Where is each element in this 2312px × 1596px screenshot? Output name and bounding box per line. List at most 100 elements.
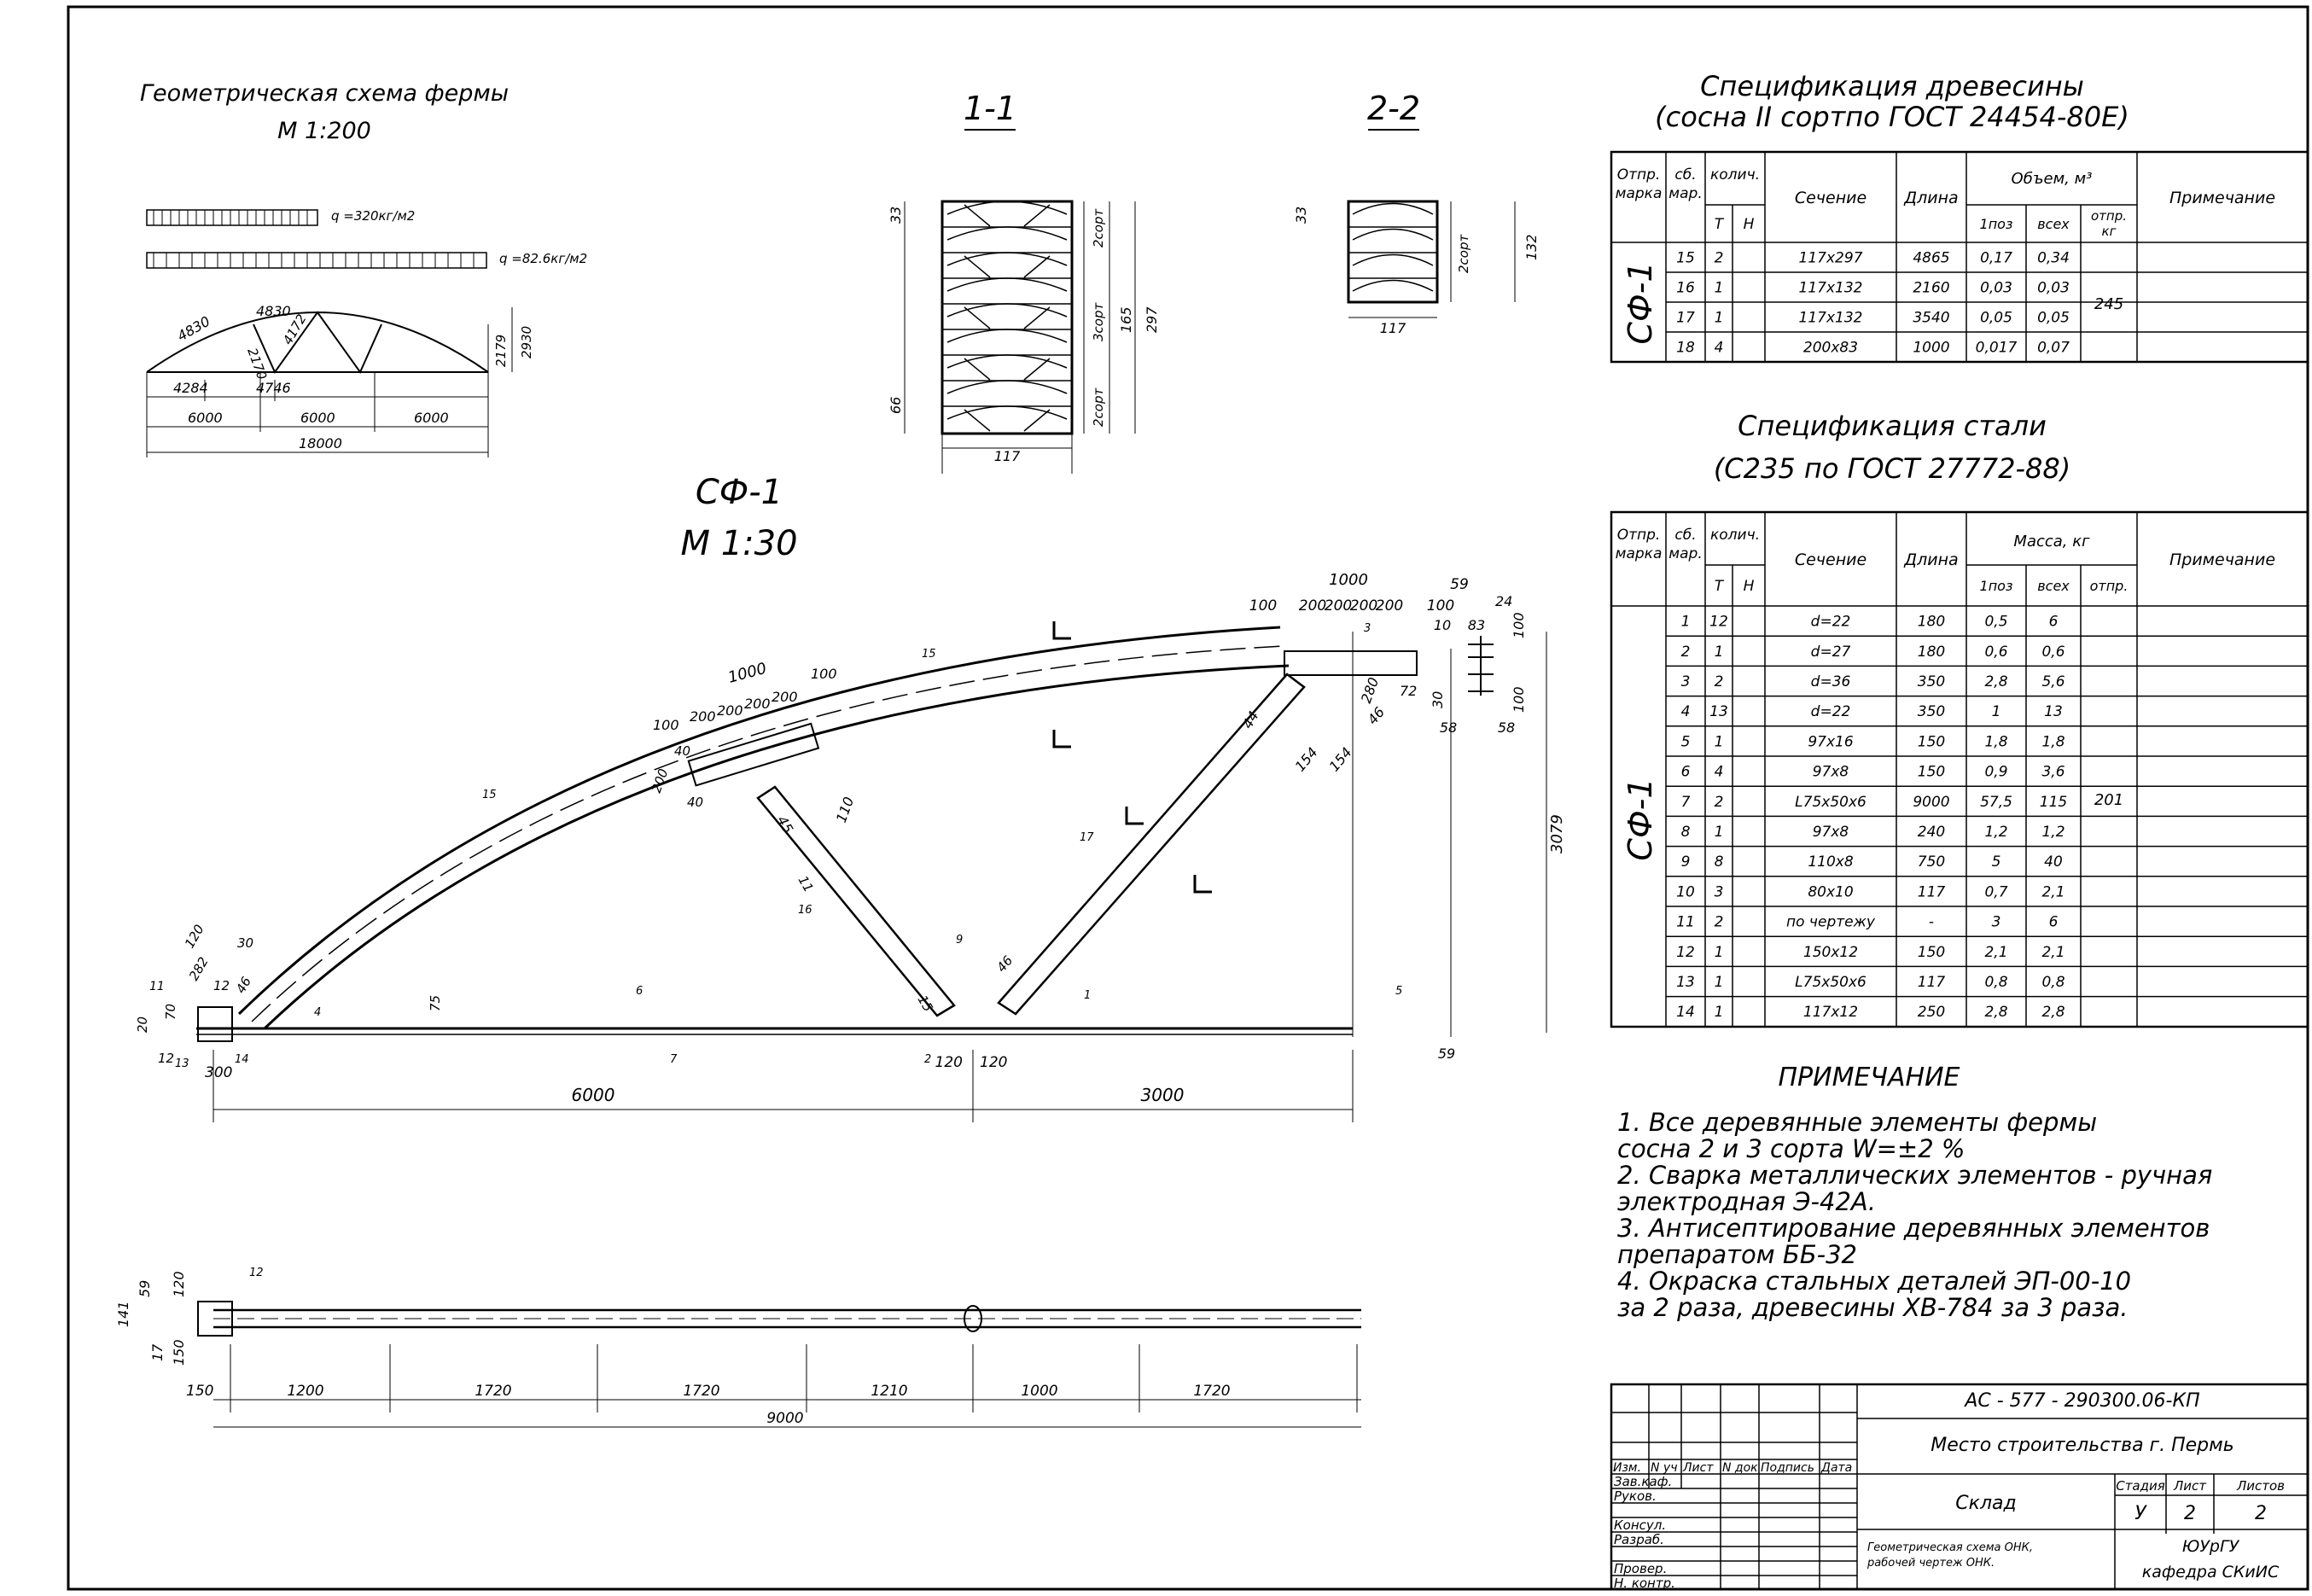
steel-cell: 1 <box>1715 974 1724 991</box>
note-line: препаратом ББ-32 <box>1617 1240 1857 1269</box>
steel-cell: по чертежу <box>1786 914 1876 931</box>
callout-12: 12 <box>249 1267 264 1279</box>
steel-cell: 115 <box>2040 794 2067 811</box>
note-line: сосна 2 и 3 сорта W=±2 % <box>1617 1134 1965 1163</box>
steel-cell: 2,8 <box>1984 673 2007 690</box>
steel-cell: 13 <box>2044 703 2063 720</box>
steel-cell: 9 <box>1681 853 1691 871</box>
scheme-dim-4284: 4284 <box>173 380 208 396</box>
steel-cell: d=27 <box>1811 644 1851 661</box>
tb-role-5: Провер. <box>1614 1561 1667 1576</box>
truss-dim-6000: 6000 <box>572 1085 615 1105</box>
steel-ship-value: 201 <box>2094 791 2123 809</box>
steel-cell: 150 <box>1918 764 1945 781</box>
callout-5: 5 <box>1395 985 1402 998</box>
mid-dim-100a: 100 <box>653 717 679 733</box>
top-dim-200c: 200 <box>1350 597 1377 615</box>
plan-dim-59: 59 <box>137 1280 153 1297</box>
steel-cell: 150 <box>1918 733 1945 750</box>
steel-cell: 6 <box>2049 914 2059 931</box>
misc-dim-154a: 154 <box>1292 744 1321 775</box>
tb-rev-2: N уч <box>1651 1461 1677 1475</box>
steel-cell: 40 <box>2044 853 2063 871</box>
timber-cell: 0,17 <box>1980 250 2012 267</box>
timber-cell: 0,03 <box>2037 280 2070 297</box>
splice-plate-mid <box>687 722 820 787</box>
steel-cell: 12 <box>1676 944 1695 961</box>
steel-cell: 0,9 <box>1984 764 2007 781</box>
steel-cell: L75х50х6 <box>1795 974 1866 991</box>
tb-sheets: 2 <box>2255 1503 2267 1524</box>
timber-cell: 0,34 <box>2037 250 2070 267</box>
load-label-2: q =82.6кг/м2 <box>499 251 587 266</box>
title-block: АС - 577 - 290300.06-КП Место строительс… <box>1610 1383 2309 1591</box>
steel-cell: 250 <box>1918 1004 1945 1021</box>
steel-cell: 2 <box>1715 794 1724 811</box>
steel-cell: 14 <box>1676 1004 1695 1021</box>
timber-cell: 0,03 <box>1980 280 2012 297</box>
timber-mark: СФ-1 <box>1622 261 1659 344</box>
callout-1: 1 <box>1084 989 1091 1002</box>
steel-cell: 11 <box>1676 914 1695 931</box>
steel-cell: 117х12 <box>1803 1004 1858 1021</box>
mid-dim-200e: 200 <box>649 766 672 795</box>
top-chord <box>237 626 1281 1016</box>
timber-cell: 2 <box>1715 250 1724 267</box>
mid-dim-200b: 200 <box>717 702 743 719</box>
steel-cell: 350 <box>1918 703 1945 720</box>
steel-h-one: 1поз <box>1980 578 2013 594</box>
callout-3: 3 <box>1364 622 1371 635</box>
mid-dim-200a: 200 <box>690 708 716 725</box>
misc-dim-280: 280 <box>1358 675 1382 705</box>
steel-cell: 1 <box>1715 1004 1724 1021</box>
plan-dim-120: 120 <box>171 1271 187 1297</box>
callout-14: 14 <box>235 1053 249 1066</box>
tb-rev-1: Изм. <box>1613 1461 1641 1475</box>
support-node <box>197 1006 233 1042</box>
callout-13: 13 <box>175 1057 189 1070</box>
misc-dim-110: 110 <box>833 795 857 824</box>
callout-9: 9 <box>956 934 963 947</box>
plan-dim-17: 17 <box>149 1343 166 1361</box>
misc-dim-12a: 12 <box>213 978 230 993</box>
top-dim-100b: 100 <box>1427 597 1454 615</box>
steel-cell: 0,6 <box>1984 644 2007 661</box>
misc-dim-44: 44 <box>1239 708 1262 731</box>
load-strip-2 <box>146 252 487 269</box>
plan-dim-9000: 9000 <box>766 1410 803 1427</box>
steel-cell: L75х50х6 <box>1795 794 1866 811</box>
steel-mark: СФ-1 <box>1622 778 1659 860</box>
tb-code: АС - 577 - 290300.06-КП <box>1963 1390 2199 1412</box>
scheme-dim-top-left: 4830 <box>175 313 213 345</box>
timber-cell: 4865 <box>1913 250 1949 267</box>
steel-cell: 7 <box>1681 794 1691 811</box>
timber-cell: 18 <box>1676 340 1695 357</box>
tb-rev-6: Дата <box>1820 1461 1852 1475</box>
timber-cell: 2160 <box>1913 280 1949 297</box>
steel-cell: 240 <box>1918 824 1945 841</box>
steel-cell: 12 <box>1709 614 1728 631</box>
plan-dim-1000: 1000 <box>1021 1383 1057 1400</box>
steel-spec-subtitle: (С235 по ГОСТ 27772-88) <box>1714 452 2070 485</box>
notes: ПРИМЕЧАНИЕ 1. Все деревянные элементы фе… <box>1617 1063 2212 1322</box>
steel-cell: 97х8 <box>1813 824 1849 841</box>
section-1-1-dim-297: 297 <box>1144 306 1160 333</box>
steel-cell: d=36 <box>1811 673 1851 690</box>
scheme-dim-h2: 2930 <box>519 326 534 358</box>
diagonal-2 <box>997 673 1306 1016</box>
section-2-2-dim-33: 33 <box>1293 207 1309 224</box>
steel-h-all: всех <box>2037 578 2070 594</box>
note-line: за 2 раза, древесины ХВ-784 за 3 раза. <box>1617 1293 2128 1322</box>
steel-h-mass: Масса, кг <box>2013 533 2090 550</box>
timber-h-all: всех <box>2037 216 2070 232</box>
timber-h-t: Т <box>1715 216 1725 233</box>
callout-6: 6 <box>636 985 643 998</box>
top-dim-58a: 58 <box>1440 719 1457 736</box>
tb-sheet: 2 <box>2184 1503 2196 1524</box>
misc-dim-30: 30 <box>237 935 253 951</box>
truss-scale: М 1:30 <box>680 524 797 563</box>
tb-stage: У <box>2134 1503 2147 1524</box>
timber-h-mark1: Отпр. <box>1617 166 1661 183</box>
